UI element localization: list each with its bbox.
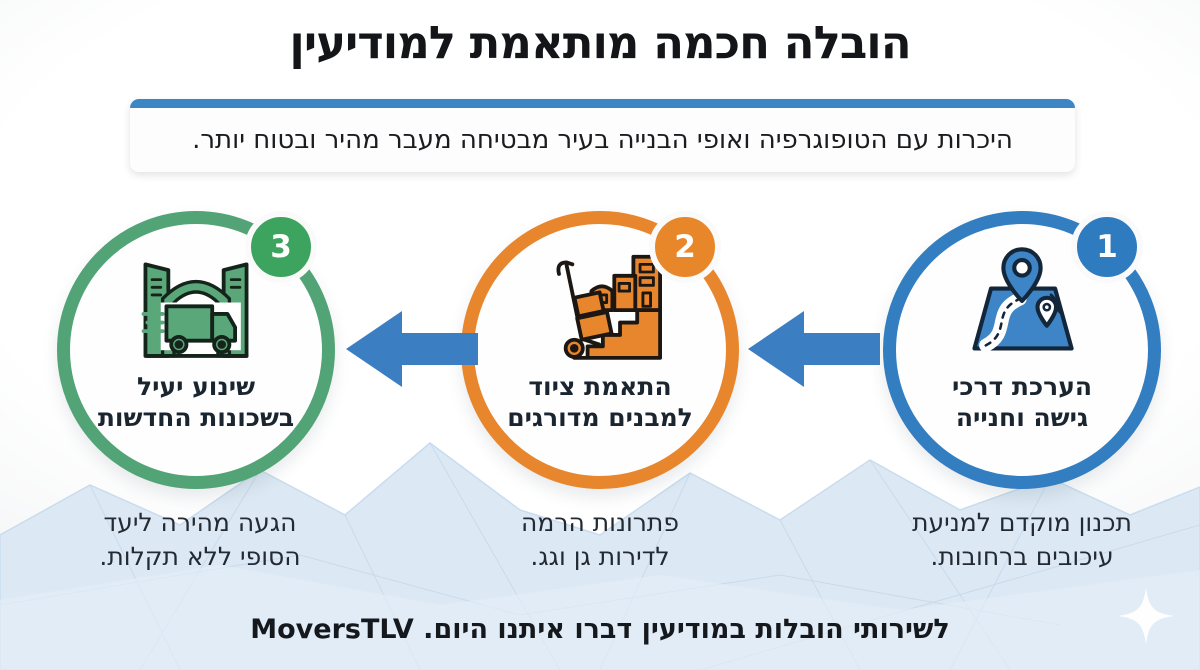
step-3-label-line1: שינוע יעיל	[136, 372, 256, 401]
step-2-desc-line2: לדירות גן וגג.	[530, 542, 670, 571]
step-2-label: התאמת ציוד למבנים מדורגים	[473, 371, 727, 433]
subtitle-accent-bar	[130, 99, 1075, 108]
sparkle-icon	[1118, 588, 1174, 644]
step-2-description: פתרונות הרמה לדירות גן וגג.	[440, 506, 760, 574]
step-3-label: שינוע יעיל בשכונות החדשות	[69, 371, 323, 433]
step-2-label-line1: התאמת ציוד	[528, 372, 672, 401]
step-2-label-line2: למבנים מדורגים	[507, 403, 693, 432]
subtitle-card: היכרות עם הטופוגרפיה ואופי הבנייה בעיר מ…	[130, 99, 1075, 172]
handtruck-stairs-icon	[556, 254, 662, 360]
step-1-label-line1: הערכת דרכי	[951, 372, 1093, 401]
truck-gate-icon	[141, 262, 249, 358]
footer-cta: לשירותי הובלות במודיעין דברו איתנו היום.…	[250, 614, 950, 645]
step-2-number-badge: 2	[649, 211, 721, 283]
step-1-desc-line1: תכנון מוקדם למניעת	[912, 508, 1132, 537]
page-title: הובלה חכמה מותאמת למודיעין	[289, 16, 911, 69]
step-3-description: הגעה מהירה ליעד הסופי ללא תקלות.	[40, 506, 360, 574]
step-1-label-line2: גישה וחנייה	[955, 403, 1089, 432]
step-1-label: הערכת דרכי גישה וחנייה	[895, 371, 1149, 433]
step-3-desc-line2: הסופי ללא תקלות.	[99, 542, 301, 571]
step-2-desc-line1: פתרונות הרמה	[521, 508, 679, 537]
step-3-label-line2: בשכונות החדשות	[97, 403, 295, 432]
step-2-circle: 2 התאמת ציוד למ	[461, 211, 739, 489]
step-1-circle: 1 הערכת דרכי גישה וחנייה	[883, 211, 1161, 489]
mountain-background	[0, 442, 1200, 670]
arrow-left-icon	[346, 311, 478, 387]
arrow-left-icon	[748, 311, 880, 387]
step-3-desc-line1: הגעה מהירה ליעד	[103, 508, 297, 537]
step-1-description: תכנון מוקדם למניעת עיכובים ברחובות.	[862, 506, 1182, 574]
step-3-circle: 3	[57, 211, 335, 489]
step-1-desc-line2: עיכובים ברחובות.	[930, 542, 1114, 571]
map-route-icon	[972, 247, 1074, 353]
step-1-number-badge: 1	[1071, 211, 1143, 283]
step-3-number-badge: 3	[245, 211, 317, 283]
subtitle-text: היכרות עם הטופוגרפיה ואופי הבנייה בעיר מ…	[192, 125, 1013, 155]
